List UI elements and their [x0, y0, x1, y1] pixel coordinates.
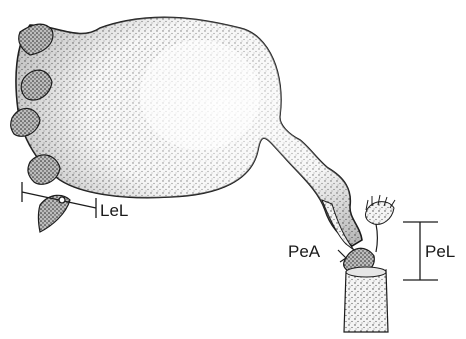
bud	[365, 202, 394, 225]
leaflet-bottom	[28, 155, 60, 184]
pel-label: PeL	[425, 242, 455, 261]
stem-top	[346, 267, 386, 277]
lel-label: LeL	[100, 201, 128, 220]
bud-stalk	[376, 224, 378, 252]
pouch-light-area	[140, 40, 260, 150]
pea-label: PeA	[288, 242, 321, 261]
stem	[344, 270, 388, 332]
